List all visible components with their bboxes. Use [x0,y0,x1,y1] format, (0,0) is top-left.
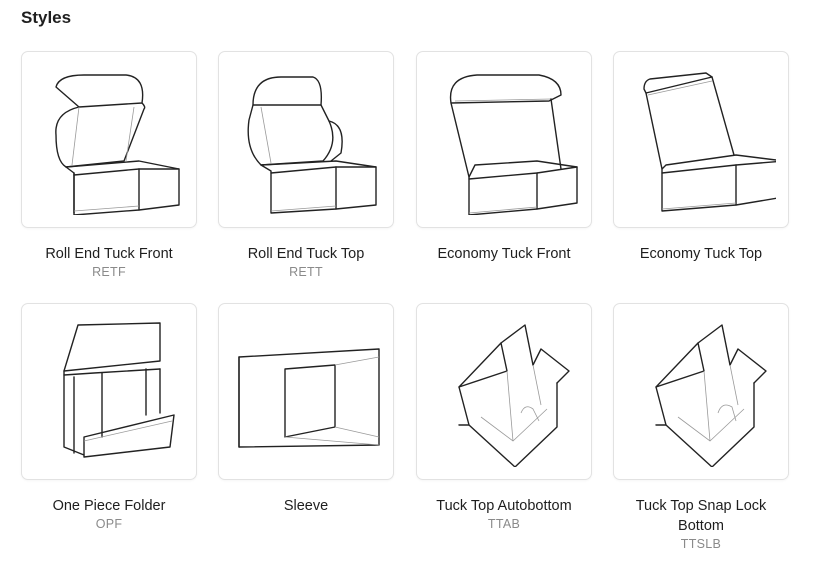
one-piece-folder-box-icon [21,303,197,480]
economy-tuck-front-box-icon [416,51,592,228]
style-code: RETT [289,265,323,279]
style-card-one-piece-folder[interactable]: One Piece Folder OPF [21,303,197,531]
tuck-top-autobottom-box-icon [416,303,592,480]
style-name: Economy Tuck Front [437,246,571,262]
style-code: OPF [95,517,123,531]
roll-end-tuck-top-box-icon [218,51,394,228]
style-card-roll-end-tuck-front[interactable]: Roll End Tuck Front RETF [21,51,197,279]
style-name: Tuck Top Snap Lock Bottom [635,498,767,534]
style-code: TTSLB [680,537,722,551]
style-card-economy-tuck-front[interactable]: Economy Tuck Front [416,51,592,264]
style-name: Roll End Tuck Front [45,246,173,262]
style-name: Tuck Top Autobottom [436,498,572,514]
tuck-top-snap-lock-bottom-box-icon [613,303,789,480]
style-card-tuck-top-autobottom[interactable]: Tuck Top Autobottom TTAB [416,303,592,531]
style-card-economy-tuck-top[interactable]: Economy Tuck Top [613,51,789,264]
style-name: Roll End Tuck Top [247,246,365,262]
sleeve-box-icon [218,303,394,480]
style-name: Sleeve [283,498,329,514]
style-name: One Piece Folder [52,498,166,514]
style-code: TTAB [487,517,521,531]
style-code: RETF [92,265,126,279]
economy-tuck-top-box-icon [613,51,789,228]
section-title: Styles [21,8,72,27]
style-card-sleeve[interactable]: Sleeve [218,303,394,516]
roll-end-tuck-front-box-icon [21,51,197,228]
style-name: Economy Tuck Top [639,246,763,262]
style-card-tuck-top-snap-lock-bottom[interactable]: Tuck Top Snap Lock Bottom TTSLB [613,303,789,551]
style-card-roll-end-tuck-top[interactable]: Roll End Tuck Top RETT [218,51,394,279]
